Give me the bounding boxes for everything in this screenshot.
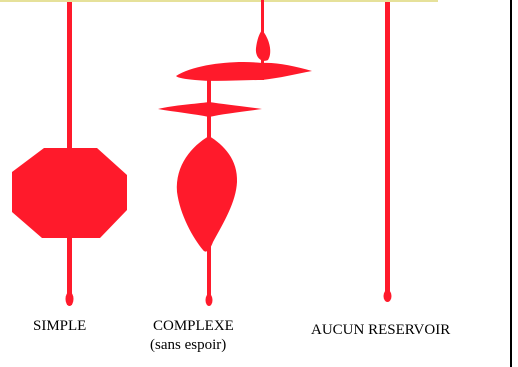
label-complex-subtitle: (sans espoir): [150, 337, 226, 354]
no-reservoir-well: [384, 2, 392, 302]
no-reservoir-well-stem: [385, 2, 390, 300]
complex-main-reservoir: [177, 136, 237, 252]
complex-well-tip: [206, 294, 213, 306]
surface-line: [0, 0, 438, 2]
simple-reservoir: [12, 148, 127, 238]
label-no-reservoir: AUCUN RESERVOIR: [311, 322, 450, 339]
complex-upper-layer: [176, 62, 312, 81]
label-simple: SIMPLE: [33, 318, 86, 335]
frame-border-right: [510, 0, 512, 367]
simple-well-tip: [66, 292, 74, 306]
complex-reservoir-well: [158, 0, 312, 306]
complex-upper-blob: [256, 30, 270, 61]
label-complex: COMPLEXE: [153, 318, 234, 335]
simple-reservoir-well: [12, 2, 127, 306]
complex-lens-layer: [158, 102, 262, 117]
no-reservoir-well-tip: [384, 290, 392, 302]
